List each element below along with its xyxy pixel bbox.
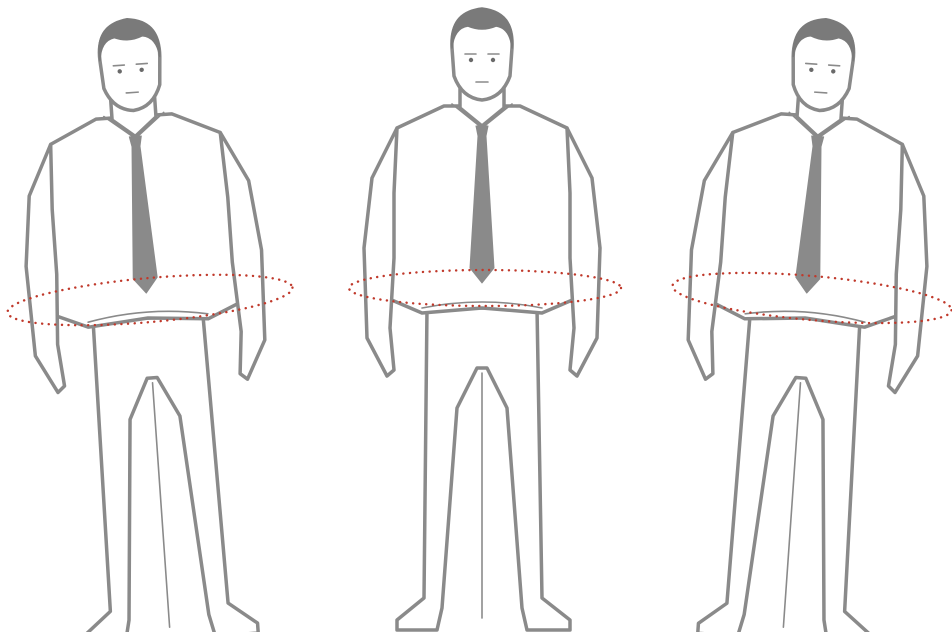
- figure-center: [364, 8, 600, 630]
- figure-left: [9, 10, 288, 632]
- figure-right: [665, 10, 944, 632]
